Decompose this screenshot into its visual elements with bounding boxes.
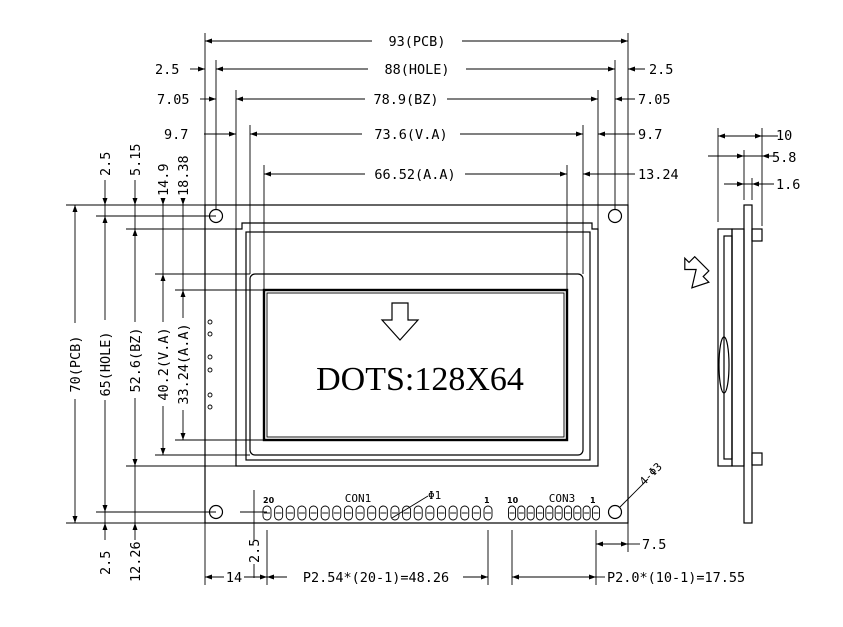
dim-top-va-offset: 14.9 bbox=[156, 163, 172, 196]
dim-bezel-width: 78.9(BZ) bbox=[373, 92, 438, 108]
active-area bbox=[262, 288, 569, 442]
dim-left-bz-offset: 7.05 bbox=[157, 92, 190, 108]
con1-pin bbox=[355, 505, 365, 521]
con1-pin bbox=[483, 505, 493, 521]
dim-side-total: 10 bbox=[776, 128, 792, 144]
top-dimensions: 93(PCB) 88(HOLE) 78.9(BZ) 73.6(V.A) 66.5… bbox=[155, 33, 679, 290]
con3-pin-first: 10 bbox=[507, 496, 519, 505]
dim-side-module: 5.8 bbox=[772, 150, 796, 166]
mount-hole-spec: 4-Φ3 bbox=[637, 460, 665, 488]
con1-pin bbox=[437, 505, 446, 521]
con3-pin bbox=[545, 505, 554, 521]
mount-hole-br bbox=[607, 504, 623, 520]
con1-pins bbox=[262, 505, 493, 521]
bottom-dimensions: 14 2.5 P2.54*(20-1)=48.26 P2.0*(10-1)=17… bbox=[204, 490, 745, 586]
con1-pin bbox=[471, 505, 481, 521]
con3-pin bbox=[582, 505, 591, 521]
dim-con1-pitch: P2.54*(20-1)=48.26 bbox=[303, 570, 449, 586]
dim-bottom-bz-offset: 12.26 bbox=[128, 541, 144, 582]
con3-pin bbox=[592, 505, 600, 521]
con3-pin bbox=[526, 505, 535, 521]
dim-left-va-offset: 9.7 bbox=[164, 127, 188, 143]
con3-pin-last: 1 bbox=[590, 496, 596, 505]
con1-pin bbox=[262, 505, 272, 521]
con3-label: CON3 bbox=[549, 492, 576, 505]
dim-right-va-offset: 9.7 bbox=[638, 127, 662, 143]
dim-top-bz-offset: 5.15 bbox=[128, 143, 144, 176]
dim-con3-pitch: P2.0*(10-1)=17.55 bbox=[607, 570, 745, 586]
dim-bottom-hole-offset: 2.5 bbox=[98, 551, 114, 575]
con3-pin bbox=[517, 505, 526, 521]
con1-pin-last: 1 bbox=[484, 496, 490, 505]
con3-pins bbox=[508, 505, 600, 521]
con1-pin bbox=[402, 505, 412, 521]
dim-bezel-height: 52.6(BZ) bbox=[128, 327, 144, 392]
dim-right-aa-offset: 13.24 bbox=[638, 167, 679, 183]
con1-pin bbox=[320, 505, 330, 521]
dim-pcb-height: 70(PCB) bbox=[68, 336, 84, 393]
dim-side-pcb: 1.6 bbox=[776, 177, 800, 193]
dim-top-hole-offset: 2.5 bbox=[98, 152, 114, 176]
con3-pin bbox=[554, 505, 563, 521]
left-dimensions: 70(PCB) 65(HOLE) 52.6(BZ) 40.2(V.A) 33.2… bbox=[66, 143, 264, 582]
led-dots bbox=[207, 319, 213, 410]
con1-pin bbox=[285, 505, 295, 521]
con1-pin bbox=[309, 505, 318, 521]
con1-pin bbox=[367, 505, 377, 521]
con1-pin bbox=[425, 505, 435, 521]
dim-aa-height: 33.24(A.A) bbox=[176, 323, 192, 404]
dim-con1-edge-offset: 2.5 bbox=[247, 539, 263, 563]
con1-pin bbox=[413, 505, 423, 521]
side-view: 10 5.8 1.6 bbox=[684, 128, 800, 524]
dim-hole-width: 88(HOLE) bbox=[384, 62, 449, 78]
mount-hole-tr bbox=[607, 208, 623, 224]
con3-pin bbox=[573, 505, 582, 521]
con1-pin bbox=[274, 505, 284, 521]
con3-pin bbox=[536, 505, 544, 521]
dim-con3-offset: 7.5 bbox=[642, 537, 666, 553]
dim-right-hole-offset: 2.5 bbox=[649, 62, 673, 78]
con1-pin bbox=[448, 505, 458, 521]
dim-aa-width: 66.52(A.A) bbox=[374, 167, 455, 183]
con1-pin bbox=[378, 505, 388, 521]
view-direction-arrow-icon bbox=[380, 302, 420, 341]
bezel-outline bbox=[235, 222, 599, 467]
dim-hole-height: 65(HOLE) bbox=[98, 331, 114, 396]
dim-right-bz-offset: 7.05 bbox=[638, 92, 671, 108]
dim-pcb-width: 93(PCB) bbox=[389, 34, 446, 50]
con3-pin bbox=[508, 505, 516, 521]
pcb-outline bbox=[204, 204, 629, 524]
dim-con1-offset: 14 bbox=[226, 570, 242, 586]
bezel-inner bbox=[245, 231, 591, 461]
con1-hole-size: Φ1 bbox=[428, 489, 441, 502]
con1-pin bbox=[332, 505, 342, 521]
dim-va-height: 40.2(V.A) bbox=[156, 327, 172, 400]
con1-pin bbox=[297, 505, 307, 521]
con1-pin bbox=[390, 505, 400, 521]
con3-pin bbox=[564, 505, 572, 521]
display-resolution: DOTS:128X64 bbox=[316, 361, 524, 398]
con1-pin bbox=[343, 505, 353, 521]
dim-va-width: 73.6(V.A) bbox=[374, 127, 447, 143]
dim-left-hole-offset: 2.5 bbox=[155, 62, 179, 78]
viewing-area bbox=[249, 273, 584, 456]
con1-label: CON1 bbox=[345, 492, 372, 505]
con1-pin bbox=[460, 505, 470, 521]
view-arrow-icon bbox=[684, 255, 710, 289]
dim-top-aa-offset: 18.38 bbox=[176, 155, 192, 196]
con1-pin-first: 20 bbox=[263, 496, 275, 505]
